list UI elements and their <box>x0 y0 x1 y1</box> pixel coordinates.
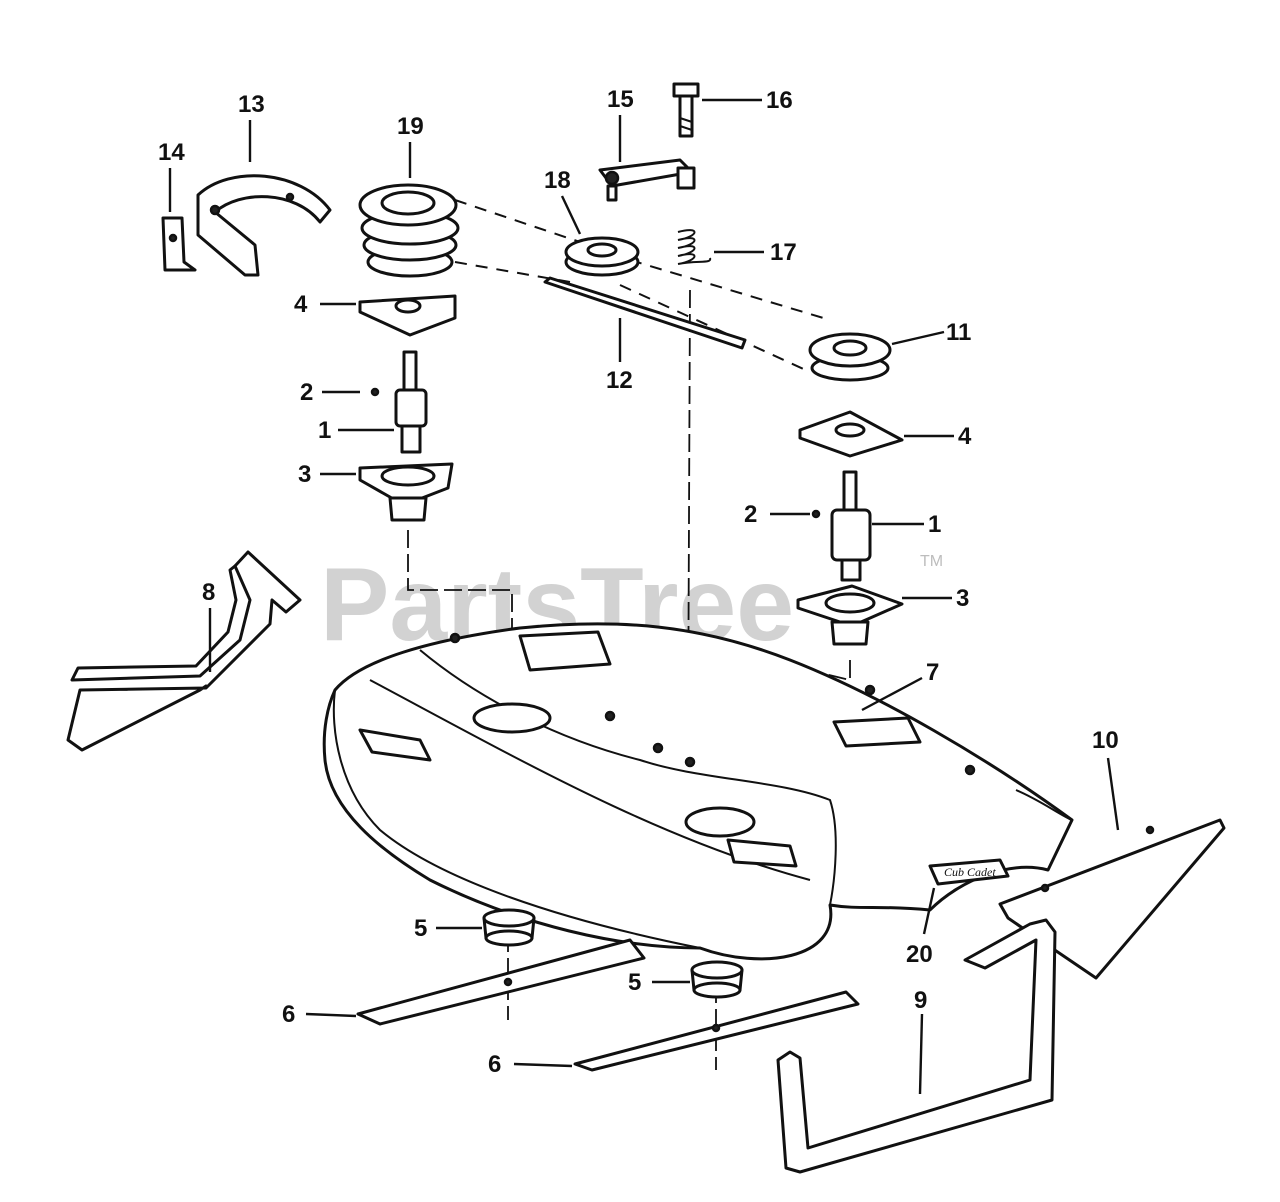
callout-6-right[interactable]: 6 <box>488 1051 501 1078</box>
callout-labels: 13 14 19 15 16 18 17 4 11 12 2 1 4 3 2 1… <box>158 86 1119 1078</box>
callout-20[interactable]: 20 <box>906 941 933 968</box>
callout-3-left[interactable]: 3 <box>298 461 311 488</box>
callout-5-right[interactable]: 5 <box>628 969 641 996</box>
callout-13[interactable]: 13 <box>238 91 265 118</box>
spring-part-17[interactable] <box>677 229 712 265</box>
spindle-housing-lower-right-part-3[interactable] <box>796 584 904 646</box>
callout-15[interactable]: 15 <box>607 86 634 113</box>
callout-2-right[interactable]: 2 <box>744 501 757 528</box>
blade-left-part-6[interactable] <box>356 938 646 1026</box>
callout-12[interactable]: 12 <box>606 367 633 394</box>
callout-14[interactable]: 14 <box>158 139 185 166</box>
watermark-tm: TM <box>920 553 943 570</box>
mower-deck-part-7[interactable]: Cub Cadet <box>322 622 1074 961</box>
callout-2-left[interactable]: 2 <box>300 379 313 406</box>
callout-4-right[interactable]: 4 <box>958 423 972 450</box>
callout-5-left[interactable]: 5 <box>414 915 427 942</box>
bolt-part-16[interactable] <box>672 82 700 138</box>
belt-path <box>454 199 831 373</box>
callout-16[interactable]: 16 <box>766 87 793 114</box>
spindle-housing-upper-left-part-4[interactable] <box>358 294 457 337</box>
deck-decal-text: Cub Cadet <box>944 865 996 879</box>
spindle-housing-upper-right-part-4[interactable] <box>798 410 904 458</box>
key-left-part-2[interactable] <box>370 387 380 397</box>
callout-3-right[interactable]: 3 <box>956 585 969 612</box>
blade-adapter-left-part-5[interactable] <box>482 908 536 947</box>
idler-arm-part-15[interactable] <box>598 158 696 202</box>
leader-lines <box>168 98 1120 1095</box>
main-pulley-part-19[interactable] <box>358 183 460 278</box>
key-right-part-2[interactable] <box>811 509 821 519</box>
callout-1-left[interactable]: 1 <box>318 417 331 444</box>
belt-guard-part-13[interactable] <box>196 174 332 277</box>
spindle-housing-lower-left-part-3[interactable] <box>358 462 454 522</box>
spindle-right-part-1[interactable] <box>830 470 872 582</box>
blade-right-part-6[interactable] <box>573 990 860 1072</box>
callout-11[interactable]: 11 <box>946 319 971 346</box>
callout-8[interactable]: 8 <box>202 579 215 606</box>
callout-6-left[interactable]: 6 <box>282 1001 295 1028</box>
callout-1-right[interactable]: 1 <box>928 511 941 538</box>
hanger-bracket-part-9[interactable] <box>776 918 1057 1174</box>
callout-7[interactable]: 7 <box>926 659 939 686</box>
right-pulley-part-11[interactable] <box>808 332 892 382</box>
callout-19[interactable]: 19 <box>397 113 424 140</box>
callout-10[interactable]: 10 <box>1092 727 1119 754</box>
callout-17[interactable]: 17 <box>770 239 797 266</box>
blade-adapter-right-part-5[interactable] <box>690 960 744 999</box>
callout-18[interactable]: 18 <box>544 167 571 194</box>
idler-pulley-part-18[interactable] <box>564 236 640 277</box>
callout-4-left[interactable]: 4 <box>294 291 308 318</box>
bar-part-12[interactable] <box>543 276 747 350</box>
bracket-part-14[interactable] <box>161 216 197 272</box>
hanger-bracket-part-8[interactable] <box>66 550 302 752</box>
spindle-left-part-1[interactable] <box>394 350 428 454</box>
callout-9[interactable]: 9 <box>914 987 927 1014</box>
